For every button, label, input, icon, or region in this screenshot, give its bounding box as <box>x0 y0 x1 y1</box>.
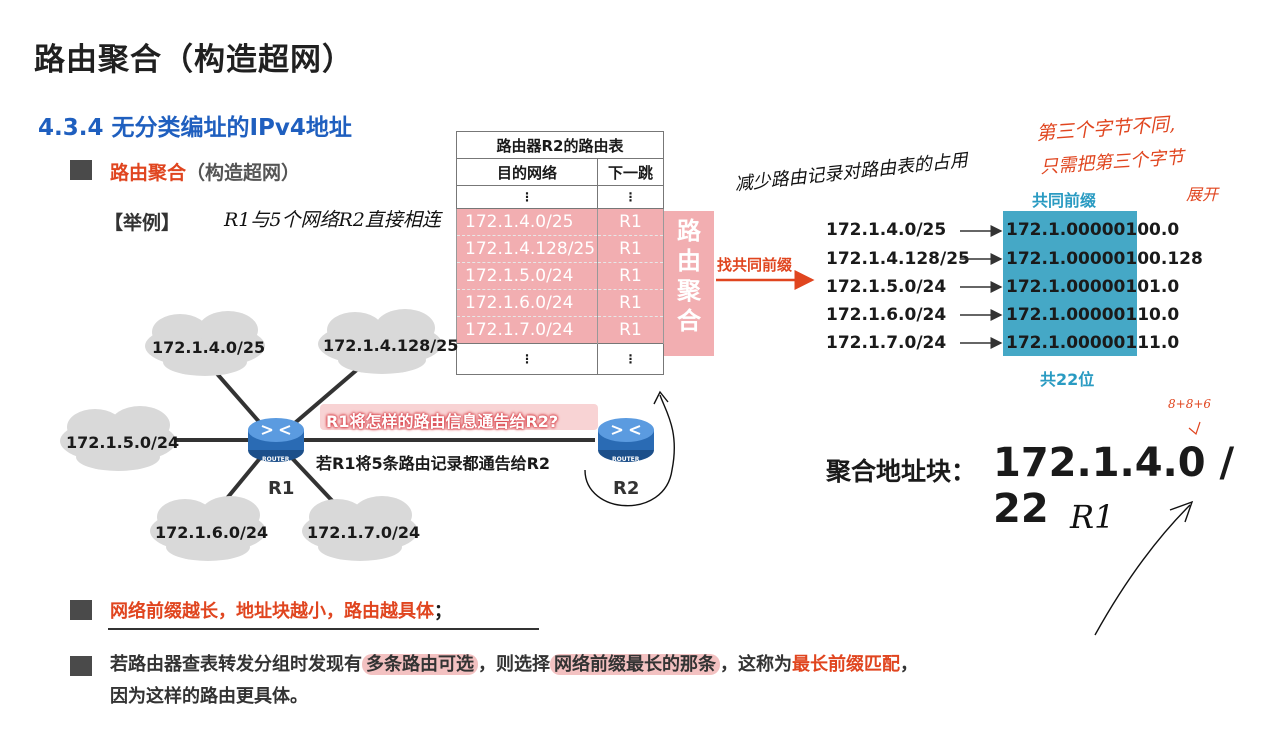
cloud-shapes <box>60 309 442 561</box>
page-title: 路由聚合（构造超网） <box>34 42 354 78</box>
prefix-net: 172.1.4.128/25 <box>826 249 970 269</box>
pen-loop-stroke <box>584 394 676 507</box>
route-next: R1 <box>597 235 664 263</box>
bullet-1: 网络前缀越长，地址块越小，路由越具体； <box>110 597 452 623</box>
bullet-square <box>70 160 92 180</box>
route-next: R1 <box>597 289 664 317</box>
rest-part: 00.128 <box>1137 249 1203 269</box>
table-dots-top-next: ⋮ <box>597 185 664 209</box>
bullet-square <box>70 656 92 676</box>
cloud-5 <box>302 496 418 561</box>
aggregation-band <box>664 211 714 356</box>
bullet-2-highlight-2: 网络前缀最长的那条 <box>550 654 720 675</box>
route-dest: 172.1.5.0/24 <box>456 262 598 290</box>
cloud-1 <box>145 311 265 376</box>
cloud-label: 172.1.4.128/25 <box>323 336 459 355</box>
cloud-4 <box>150 496 266 561</box>
bullet-2-part4: ， <box>900 654 918 675</box>
bullet-square <box>70 600 92 620</box>
route-dest: 172.1.6.0/24 <box>456 289 598 317</box>
bullet-2: 若路由器查表转发分组时发现有多条路由可选，则选择网络前缀最长的那条，这称为最长前… <box>110 649 1210 713</box>
router-r2-label: R2 <box>613 478 640 499</box>
pen-long-stroke <box>1094 504 1191 636</box>
col-dest-header: 目的网络 <box>456 158 598 186</box>
rest-part: 10.0 <box>1137 305 1180 325</box>
pen-loop-arrowhead <box>653 390 669 405</box>
handwritten-note-r1: R1与5个网络R2直接相连 <box>224 209 441 231</box>
bullet-2-line2: 因为这样的路由更具体。 <box>110 686 308 707</box>
aggregation-vertical-text: 路 由 聚 合 <box>672 216 706 336</box>
prefix-bits: 172.1.00000101.0 <box>1006 277 1179 297</box>
bullet-1-tail: ； <box>434 601 452 622</box>
bullet-1-text: 网络前缀越长，地址块越小，路由越具体 <box>110 601 434 622</box>
agg-char: 路 <box>677 217 701 245</box>
handwritten-note-calc: 8+8+6 <box>1168 397 1212 411</box>
bits-label: 共22位 <box>1040 370 1095 389</box>
prefix-net: 172.1.5.0/24 <box>826 277 947 297</box>
prefix-part: 172.1.000001 <box>1006 277 1138 297</box>
handwritten-note-r1-under: R1 <box>1070 498 1115 536</box>
rest-part: 00.0 <box>1137 220 1180 240</box>
prefix-net: 172.1.6.0/24 <box>826 305 947 325</box>
topic-main: 路由聚合 <box>110 162 187 184</box>
prefix-bits: 172.1.00000110.0 <box>1006 305 1179 325</box>
aggregate-value: 172.1.4.0 / 22 <box>993 440 1235 532</box>
cloud-label: 172.1.7.0/24 <box>307 523 421 542</box>
agg-char: 合 <box>677 307 701 335</box>
prefix-net: 172.1.4.0/25 <box>826 220 947 240</box>
bullet-2-part2: ，则选择 <box>478 654 550 675</box>
cloud-2 <box>318 309 442 374</box>
topic-sub: （构造超网） <box>186 162 301 184</box>
table-dots-bottom-next: ⋮ <box>597 343 664 375</box>
topic-heading: 路由聚合（构造超网） <box>110 158 300 185</box>
route-dest: 172.1.4.0/25 <box>456 208 598 236</box>
prefix-part: 172.1.000001 <box>1006 249 1138 269</box>
route-next: R1 <box>597 316 664 344</box>
route-dest: 172.1.7.0/24 <box>456 316 598 344</box>
pen-long-arrowhead <box>1169 500 1194 523</box>
bullet-2-part1: 若路由器查表转发分组时发现有 <box>110 654 362 675</box>
common-prefix-box <box>1003 211 1137 356</box>
cloud-label: 172.1.6.0/24 <box>155 523 269 542</box>
agg-char: 聚 <box>677 277 701 305</box>
route-next: R1 <box>597 262 664 290</box>
cloud-label: 172.1.5.0/24 <box>66 433 180 452</box>
bullet-1-underline <box>108 628 539 630</box>
router-r1-icon <box>248 418 304 462</box>
bullet-2-term: 最长前缀匹配 <box>792 654 900 675</box>
rest-part: 01.0 <box>1137 277 1180 297</box>
prefix-row-arrows <box>960 225 1003 349</box>
bullet-2-part3: ，这称为 <box>720 654 792 675</box>
cloud-3 <box>60 406 176 471</box>
prefix-bits: 172.1.00000100.0 <box>1006 220 1179 240</box>
advertise-note: 若R1将5条路由记录都通告给R2 <box>316 454 551 473</box>
section-heading: 4.3.4 无分类编址的IPv4地址 <box>38 115 352 141</box>
prefix-part: 172.1.000001 <box>1006 220 1138 240</box>
prefix-net: 172.1.7.0/24 <box>826 333 947 353</box>
rest-part: 11.0 <box>1137 333 1180 353</box>
router-r2-icon <box>598 418 654 462</box>
handwritten-note-third-c: 展开 <box>1186 185 1219 204</box>
router-r1-label: R1 <box>268 478 295 499</box>
pen-calc-arrow <box>1188 421 1201 436</box>
common-prefix-label: 共同前缀 <box>1032 191 1097 210</box>
aggregate-label: 聚合地址块： <box>826 457 977 486</box>
question-text: R1将怎样的路由信息通告给R2? <box>326 412 559 431</box>
prefix-bits: 172.1.00000111.0 <box>1006 333 1179 353</box>
example-label: 【举例】 <box>104 212 181 234</box>
prefix-part: 172.1.000001 <box>1006 333 1138 353</box>
prefix-part: 172.1.000001 <box>1006 305 1138 325</box>
cloud-label: 172.1.4.0/25 <box>152 338 266 357</box>
router-tag: ROUTER <box>262 456 290 463</box>
find-prefix-label: 找共同前缀 <box>717 256 793 274</box>
table-dots-bottom-dest: ⋮ <box>456 343 598 375</box>
prefix-bits: 172.1.00000100.128 <box>1006 249 1203 269</box>
router-tag: ROUTER <box>612 456 640 463</box>
bullet-2-highlight-1: 多条路由可选 <box>362 654 478 675</box>
route-next: R1 <box>597 208 664 236</box>
agg-char: 由 <box>677 247 701 275</box>
question-highlight <box>320 404 598 430</box>
